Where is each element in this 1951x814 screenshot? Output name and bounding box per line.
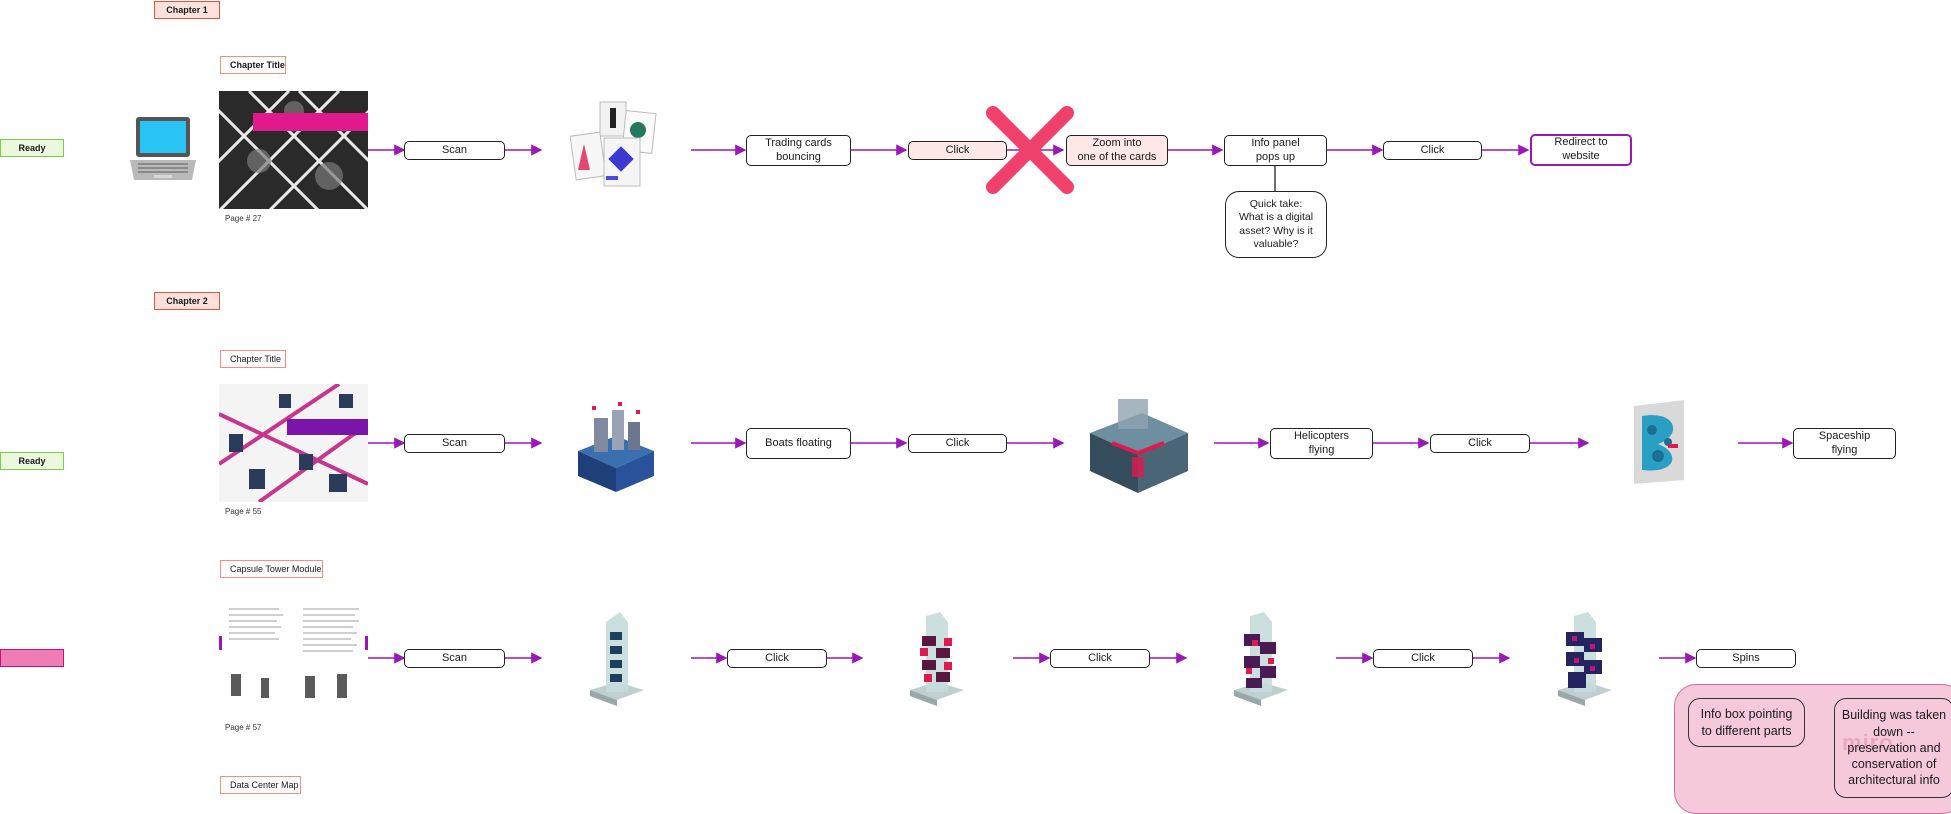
scan-node[interactable]: Scan <box>404 141 505 160</box>
click-node[interactable]: Click <box>727 649 827 668</box>
building-note[interactable]: Building was taken down -- preservation … <box>1834 698 1951 798</box>
chapter-1-page-thumbnail <box>219 91 368 209</box>
notes-frame[interactable] <box>1674 684 1951 814</box>
spins-node[interactable]: Spins <box>1696 649 1796 668</box>
scan-node[interactable]: Scan <box>404 434 505 453</box>
capsule-tower-section-label[interactable]: Capsule Tower Module <box>220 560 323 578</box>
zoom-into-card-node[interactable]: Zoom into one of the cards <box>1066 135 1168 166</box>
boats-floating-image <box>578 402 654 492</box>
click-node[interactable]: Click <box>1050 649 1150 668</box>
spaceship-flying-node[interactable]: Spaceship flying <box>1793 428 1896 459</box>
capsule-tower-page-thumbnail <box>219 600 368 718</box>
capsule-tower-image <box>1558 612 1612 706</box>
chapter-2-label[interactable]: Chapter 2 <box>154 292 220 310</box>
chapter-1-label[interactable]: Chapter 1 <box>154 1 220 19</box>
quick-take-node[interactable]: Quick take: What is a digital asset? Why… <box>1225 191 1327 258</box>
capsule-tower-image <box>590 612 644 706</box>
chapter-2-page-number: Page # 55 <box>225 507 262 516</box>
status-badge[interactable] <box>0 649 64 667</box>
capsule-tower-page-number: Page # 57 <box>225 723 262 732</box>
miro-watermark: miro <box>1842 730 1894 755</box>
scan-node[interactable]: Scan <box>404 649 505 668</box>
click-node[interactable]: Click <box>1430 434 1530 453</box>
chapter-1-status-badge[interactable]: Ready <box>0 139 64 157</box>
helicopters-building-image <box>1090 399 1188 493</box>
chapter-1-page-number: Page # 27 <box>225 214 262 223</box>
spaceship-image <box>1634 400 1684 484</box>
delete-x-icon <box>986 106 1074 194</box>
info-panel-node[interactable]: Info panel pops up <box>1224 135 1327 166</box>
click-node[interactable]: Click <box>908 141 1007 160</box>
capsule-tower-image <box>910 612 964 706</box>
helicopters-flying-node[interactable]: Helicopters flying <box>1270 428 1373 459</box>
trading-cards-bouncing-node[interactable]: Trading cards bouncing <box>746 135 851 166</box>
chapter-1-section-label[interactable]: Chapter Title <box>220 56 286 74</box>
chapter-2-section-label[interactable]: Chapter Title <box>220 350 286 368</box>
chapter-2-status-badge[interactable]: Ready <box>0 452 64 470</box>
redirect-to-website-node[interactable]: Redirect to website <box>1530 134 1632 166</box>
trading-cards-image <box>570 101 657 187</box>
click-node[interactable]: Click <box>1383 141 1482 160</box>
click-node[interactable]: Click <box>908 434 1007 453</box>
boats-floating-node[interactable]: Boats floating <box>746 428 851 459</box>
data-center-map-section-label[interactable]: Data Center Map <box>220 776 301 794</box>
chapter-2-page-thumbnail <box>219 384 368 502</box>
info-box-note[interactable]: Info box pointing to different parts <box>1688 698 1805 747</box>
capsule-tower-image <box>1234 612 1288 706</box>
laptop-icon <box>130 117 196 180</box>
click-node[interactable]: Click <box>1373 649 1473 668</box>
